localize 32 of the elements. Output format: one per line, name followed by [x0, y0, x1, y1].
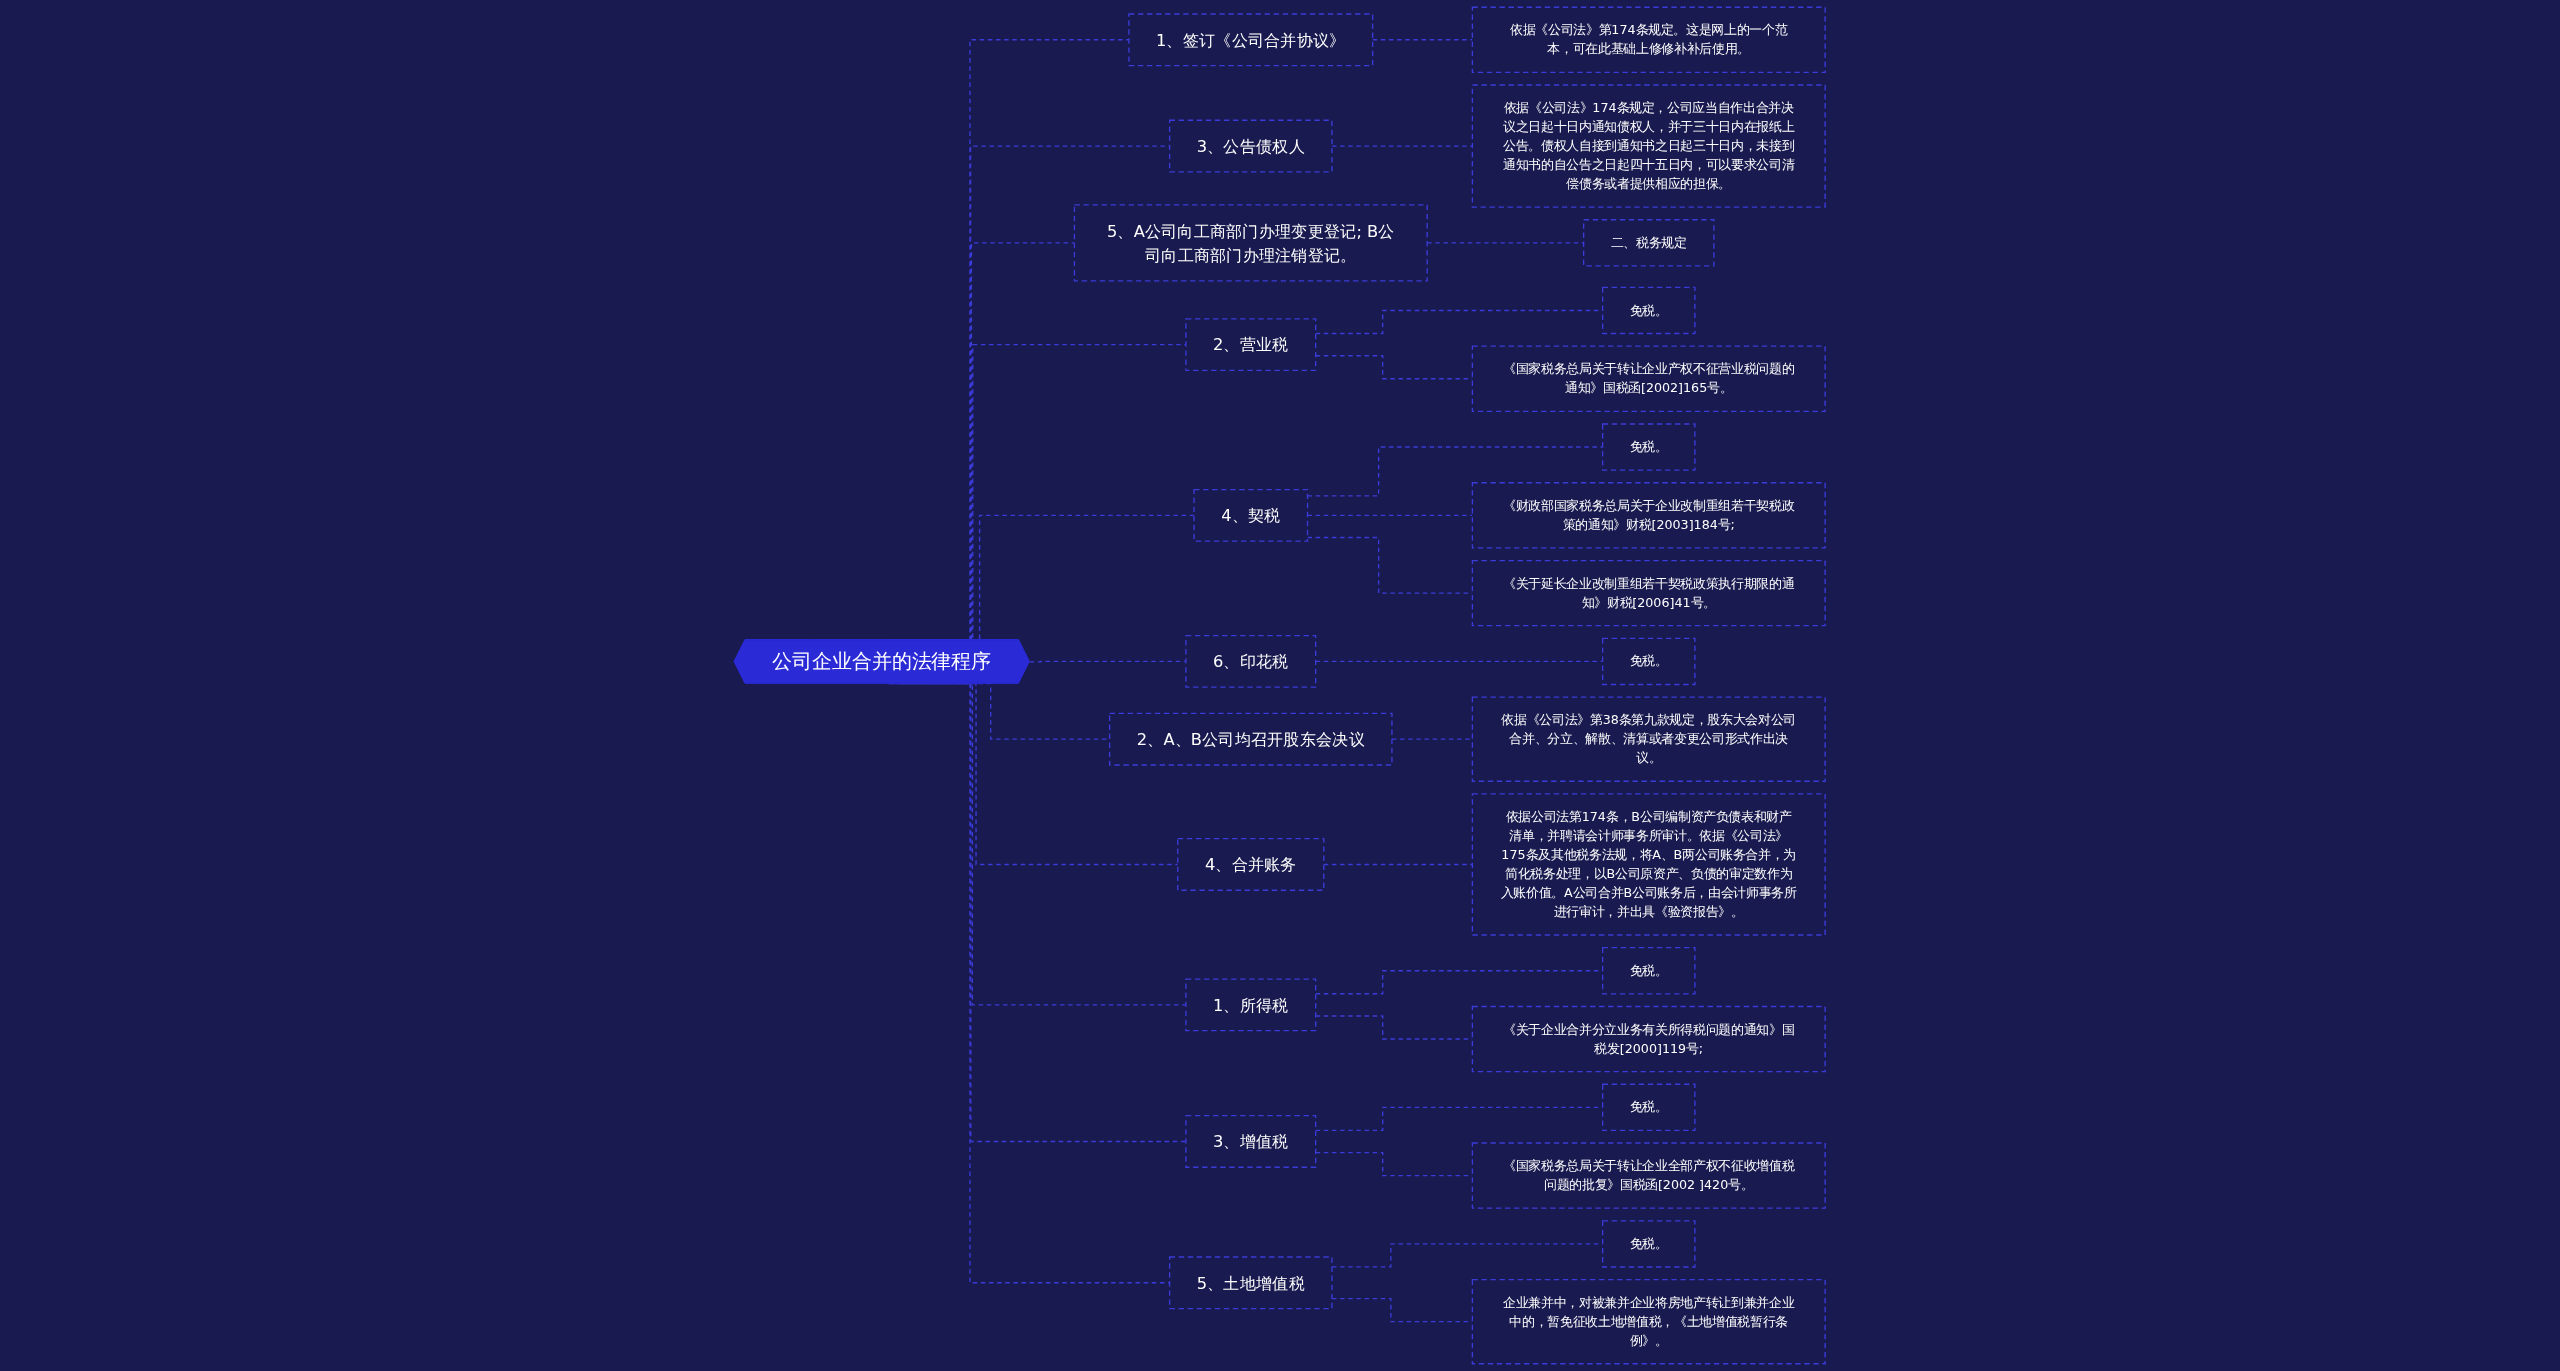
node-box: 免税。: [1602, 1220, 1696, 1268]
node-box: 2、A、B公司均召开股东会决议: [1109, 712, 1393, 766]
node-box: 企业兼并中，对被兼并企业将房地产转让到兼并企业中的，暂免征收土地增值税，《土地增值税暂行条例》。: [1472, 1278, 1827, 1365]
connector: [1372, 39, 1474, 41]
node-box: 《关于延长企业改制重组若干契税政策执行期限的通知》财税[2006]41号。: [1472, 559, 1827, 627]
node-box: 二、税务规定: [1583, 219, 1715, 267]
node-box: 1、签订《公司合并协议》: [1128, 13, 1374, 67]
node-box: 依据《公司法》第174条规定。这是网上的一个范本，可在此基础上修修补补后使用。: [1472, 6, 1827, 74]
node-box: 4、契税: [1193, 488, 1309, 542]
node-box: 免税。: [1602, 423, 1696, 471]
node-box: 《关于企业合并分立业务有关所得税问题的通知》国税发[2000]119号;: [1472, 1005, 1827, 1073]
node-box: 免税。: [1602, 286, 1696, 335]
node-box: 1、所得税: [1185, 978, 1317, 1032]
node-box: 依据公司法第174条，B公司编制资产负债表和财产清单，并聘请会计师事务所审计。依据《公司法》175条及其他税务法规，将A、B两公司账务合并，为简化税务处理，以B公司原资产、负债的审定数作为入账价值。A公司合并B公司账务后，由会计师事务所进行审计，并出具《验资报告》。: [1472, 793, 1827, 936]
node-box: 6、印花税: [1185, 634, 1317, 688]
node-box: 5、土地增值税: [1169, 1256, 1333, 1310]
node-box: 《国家税务总局关于转让企业产权不征营业税问题的通知》国税函[2002]165号。: [1472, 345, 1827, 412]
node-box: 免税。: [1602, 637, 1696, 686]
connector: [1029, 660, 1187, 663]
node-box: 2、营业税: [1185, 318, 1317, 372]
node-box: 《财政部国家税务总局关于企业改制重组若干契税政策的通知》财税[2003]184号;: [1472, 482, 1827, 549]
node-box: 3、增值税: [1185, 1115, 1317, 1168]
connector: [1307, 514, 1474, 516]
node-box: 4、合并账务: [1177, 838, 1325, 891]
node-box: 3、公告债权人: [1169, 119, 1333, 173]
node-box: 5、A公司向工商部门办理变更登记; B公司向工商部门办理注销登记。: [1074, 204, 1429, 282]
node-box: 依据《公司法》174条规定，公司应当自作出合并决议之日起十日内通知债权人，并于三十日内在报纸上公告。债权人自接到通知书之日起三十日内，未接到通知书的自公告之日起四十五日内，可以要求公司清偿债务或者提供相应的担保。: [1472, 84, 1827, 208]
node-box: 依据《公司法》第38条第九款规定，股东大会对公司合并、分立、解散、清算或者变更公司形式作出决议。: [1472, 696, 1827, 782]
connector: [1323, 863, 1474, 866]
node-box: 免税。: [1602, 1083, 1696, 1132]
node-box: 《国家税务总局关于转让企业全部产权不征收增值税问题的批复》国税函[2002 ]420号。: [1472, 1142, 1827, 1209]
node-box: 免税。: [1602, 947, 1696, 995]
